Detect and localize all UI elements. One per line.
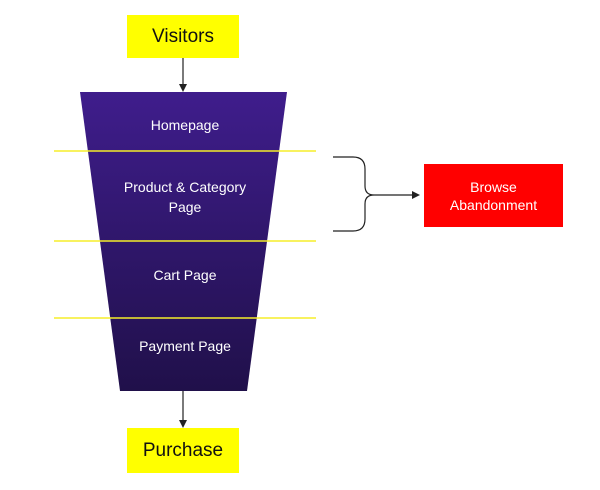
stage-payment-label: Payment Page (90, 336, 280, 356)
stage-bracket (333, 156, 375, 232)
purchase-box-bg (127, 428, 239, 473)
stage-payment-line-1: Payment Page (139, 338, 231, 354)
stage-product-line-1: Product & Category (123, 179, 247, 195)
browse-abandonment-box-bg (424, 164, 563, 227)
stage-homepage-label: Homepage (90, 115, 280, 135)
callout-line-1: Browse (470, 178, 517, 195)
browse-abandonment-label: Browse Abandonment (424, 164, 563, 227)
stage-homepage-line-1: Homepage (150, 117, 220, 133)
visitors-box-bg (127, 15, 239, 58)
purchase-label: Purchase (142, 439, 224, 461)
visitors-label: Visitors (152, 25, 214, 47)
callout-line-2: Abandonment (449, 196, 538, 213)
stage-cart-line-1: Cart Page (153, 267, 217, 283)
stage-product-category-label: Product & Category Page (90, 177, 280, 217)
stage-cart-label: Cart Page (90, 265, 280, 285)
stage-product-line-2: Page (168, 199, 202, 215)
